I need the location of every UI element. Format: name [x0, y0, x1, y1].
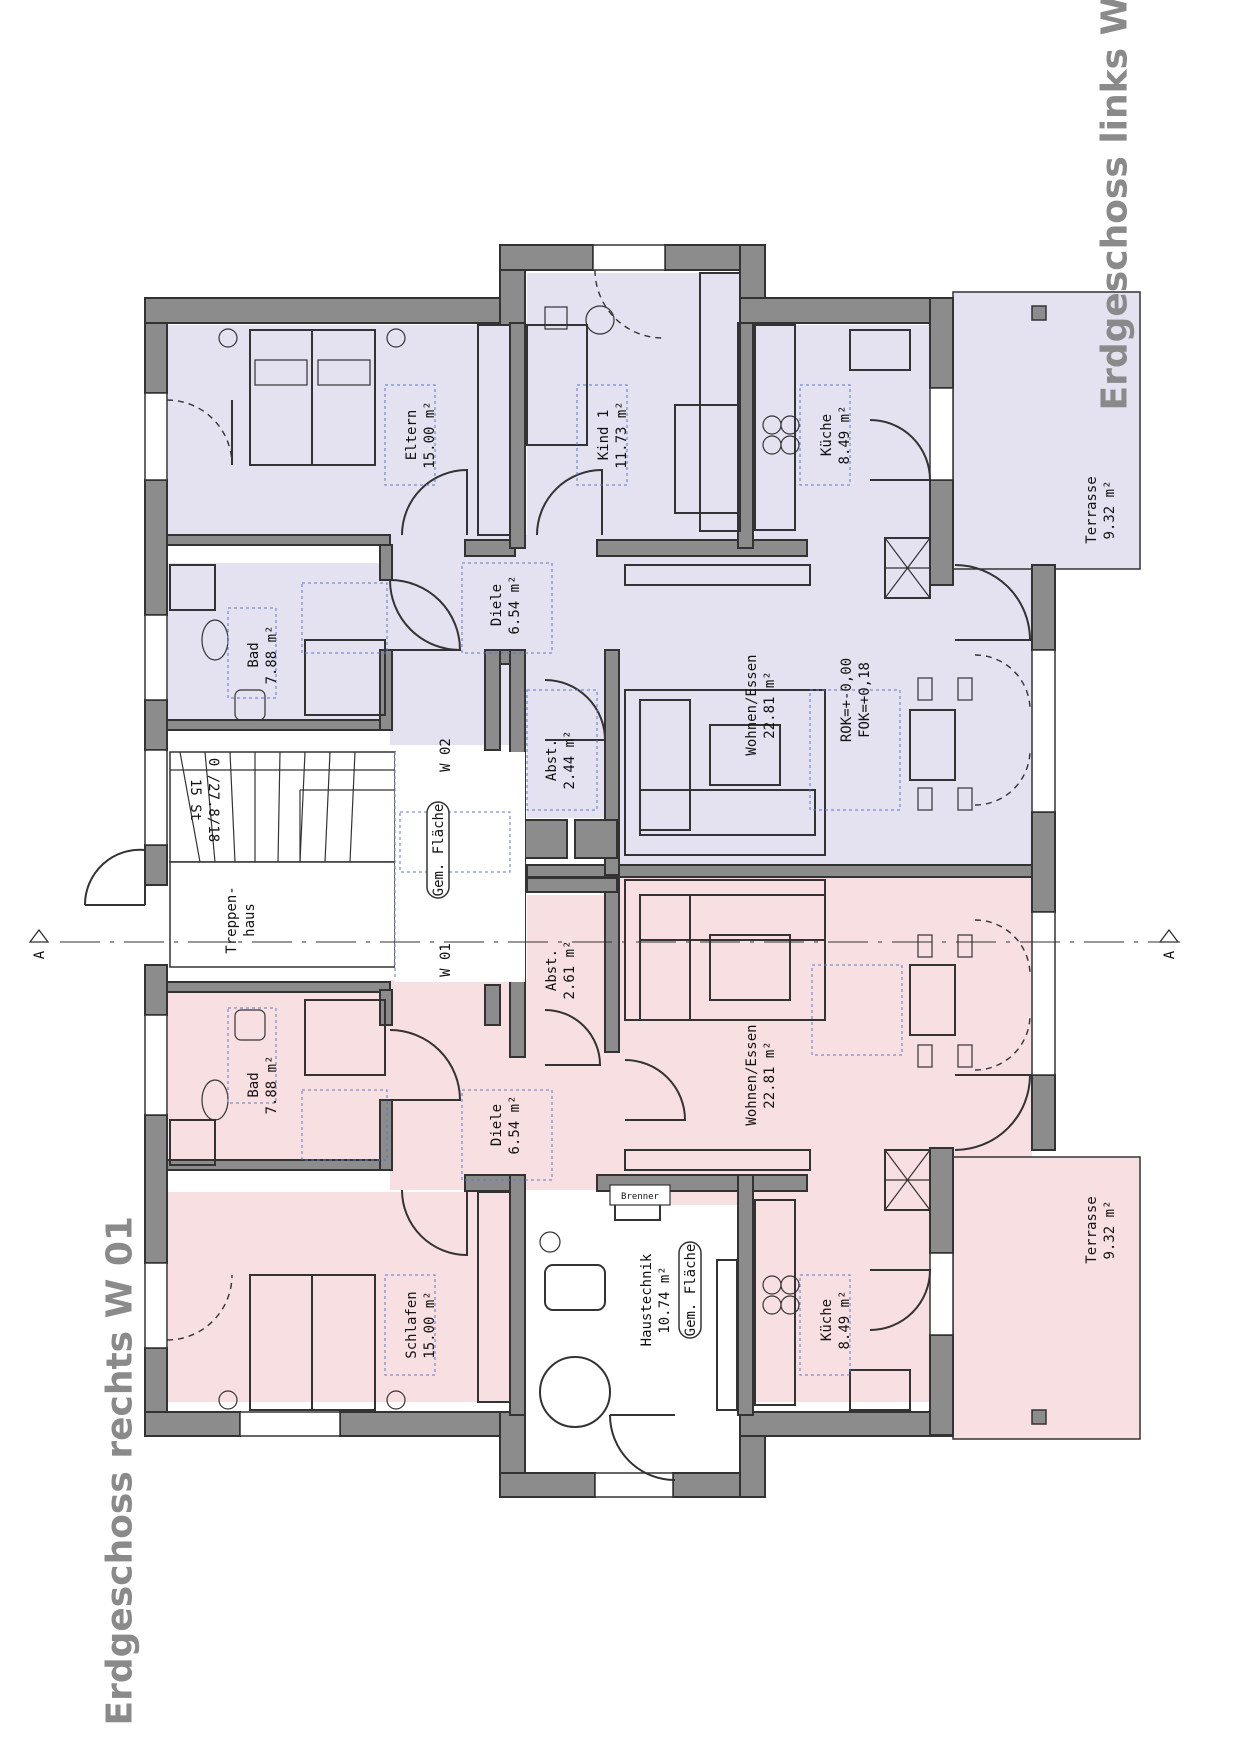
- wohnen-w02-name: Wohnen/Essen: [744, 654, 760, 755]
- kueche-w02-name: Küche: [819, 414, 835, 456]
- abst-w01-area: 2.61 m²: [562, 940, 578, 999]
- terrasse-w01-area: 9.32 m²: [1102, 1200, 1118, 1259]
- wohnen-w02-fok: FOK=+0,18: [857, 662, 873, 738]
- terrace-post-w01: [1031, 1409, 1047, 1425]
- windows: [144, 244, 1056, 1498]
- stairs-line2: 15 St: [187, 779, 203, 821]
- room-terrasse-w02: [953, 292, 1140, 569]
- section-a-left: A: [32, 950, 48, 959]
- treppenhaus-line2: haus: [242, 903, 258, 937]
- eltern-name: Eltern: [404, 410, 420, 461]
- bad-w01-name: Bad: [246, 1072, 262, 1097]
- diele-w01-name: Diele: [489, 1104, 505, 1146]
- diele-w01-area: 6.54 m²: [507, 1095, 523, 1154]
- bad-w02-name: Bad: [246, 642, 262, 667]
- area-boxes: [227, 384, 903, 1376]
- title-top-right: Erdgeschoss links W 02: [1094, 0, 1136, 411]
- title-bottom-left: Erdgeschoss rechts W 01: [99, 1216, 141, 1726]
- abst-w02-name: Abst.: [544, 739, 560, 781]
- bad-w02-area: 7.88 m²: [264, 625, 280, 684]
- wohnen-w02-area: 22.81 m²: [762, 671, 778, 738]
- haustechnik-area: 10.74 m²: [657, 1266, 673, 1333]
- wohnen-w01-area: 22.81 m²: [762, 1041, 778, 1108]
- section-markers: [28, 928, 1180, 943]
- gem-flaeche-1: Gem. Fläche: [431, 804, 447, 897]
- diele-w02-area: 6.54 m²: [507, 575, 523, 634]
- room-schlafen: [168, 1192, 518, 1402]
- furniture-w02: [169, 272, 973, 856]
- terrasse-w02-name: Terrasse: [1084, 476, 1100, 543]
- room-abst-w02: [527, 680, 617, 818]
- doors: [83, 269, 1032, 1481]
- walls: [144, 244, 1056, 1498]
- wohnen-w01-name: Wohnen/Essen: [744, 1024, 760, 1125]
- furniture-w01: [169, 879, 973, 1428]
- kind1-area: 11.73 m²: [614, 401, 630, 468]
- gem-flaeche-2: Gem. Fläche: [683, 1244, 699, 1337]
- terrasse-w01-name: Terrasse: [1084, 1196, 1100, 1263]
- diele-w02-name: Diele: [489, 584, 505, 626]
- wohnen-w02-rok: ROK=+-0,00: [839, 658, 855, 742]
- room-eltern: [168, 325, 518, 535]
- bad-w01-area: 7.88 m²: [264, 1055, 280, 1114]
- room-kueche-w01: [755, 1192, 933, 1402]
- kueche-w01-name: Küche: [819, 1299, 835, 1341]
- terrace-post-w02: [1031, 305, 1047, 321]
- haustechnik-name: Haustechnik: [639, 1253, 655, 1346]
- schlafen-name: Schlafen: [404, 1291, 420, 1358]
- kind1-name: Kind 1: [596, 410, 612, 461]
- kueche-w01-area: 8.49 m²: [837, 1290, 853, 1349]
- room-terrasse-w01: [953, 1157, 1140, 1439]
- schlafen-area: 15.00 m²: [422, 1291, 438, 1358]
- terrasse-w02-area: 9.32 m²: [1102, 480, 1118, 539]
- room-labels: Eltern 15.00 m² Kind 1 11.73 m² Küche 8.…: [32, 401, 1178, 1358]
- section-a-right: A: [1162, 950, 1178, 959]
- eltern-area: 15.00 m²: [422, 401, 438, 468]
- kueche-w02-area: 8.49 m²: [837, 405, 853, 464]
- abst-w01-name: Abst.: [544, 949, 560, 991]
- staircase: [169, 751, 525, 982]
- w01-tag: W 01: [438, 943, 454, 977]
- room-bad-w01: [168, 990, 390, 1170]
- w01-fills: [168, 875, 1140, 1439]
- abst-w02-area: 2.44 m²: [562, 730, 578, 789]
- room-bad-w02: [168, 563, 390, 725]
- brenner-label: Brenner: [621, 1192, 660, 1202]
- w02-tag: W 02: [438, 738, 454, 772]
- stairs-line1: 0 /27.8/18: [205, 758, 221, 842]
- treppenhaus-line1: Treppen-: [224, 886, 240, 953]
